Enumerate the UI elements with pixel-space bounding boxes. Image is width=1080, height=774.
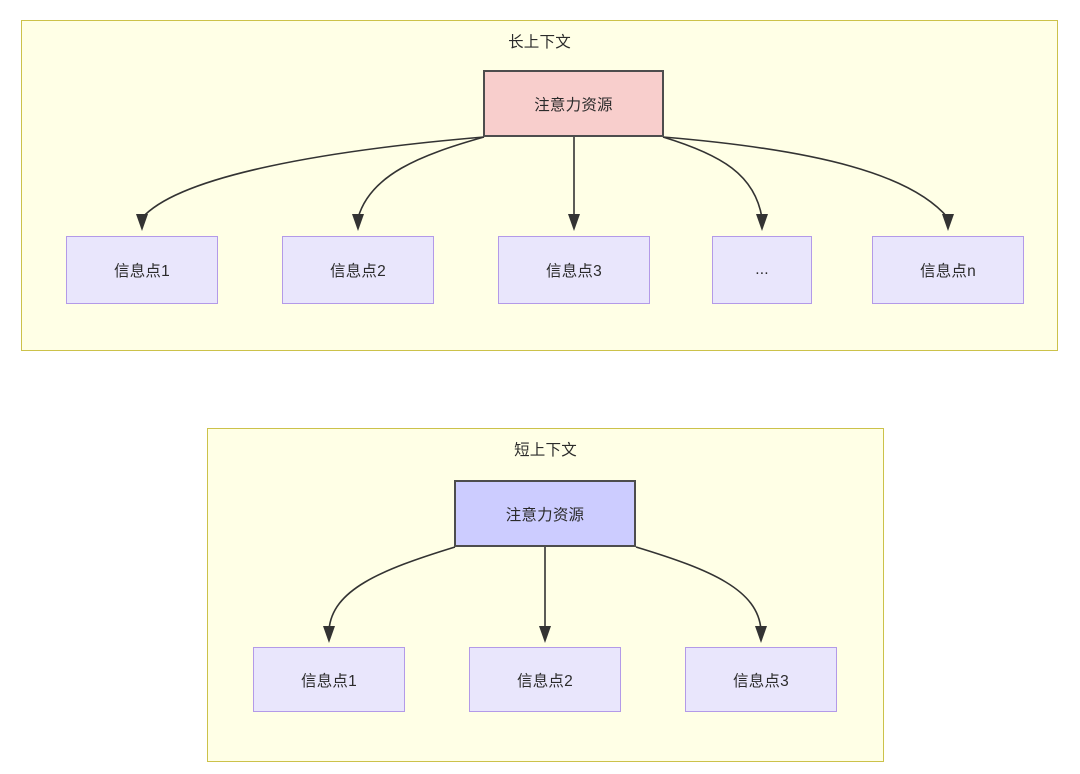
node-long-info-2-label: 信息点2 (330, 263, 386, 280)
group-short-context-title: 短上下文 (514, 442, 577, 459)
node-long-info-1[interactable]: 信息点1 (66, 236, 218, 304)
node-short-info-1[interactable]: 信息点1 (253, 647, 405, 712)
group-long-context-title: 长上下文 (508, 34, 571, 51)
node-short-info-3[interactable]: 信息点3 (685, 647, 837, 712)
node-long-info-2[interactable]: 信息点2 (282, 236, 434, 304)
node-long-info-3[interactable]: 信息点3 (498, 236, 650, 304)
node-short-attention-resource[interactable]: 注意力资源 (454, 480, 636, 547)
node-long-info-3-label: 信息点3 (546, 263, 602, 280)
node-long-info-ellipsis[interactable]: ... (712, 236, 812, 304)
node-short-info-1-label: 信息点1 (301, 672, 357, 690)
node-long-info-1-label: 信息点1 (114, 263, 170, 280)
node-long-info-n-label: 信息点n (920, 263, 976, 280)
node-long-info-ellipsis-label: ... (755, 261, 769, 278)
node-short-info-2[interactable]: 信息点2 (469, 647, 621, 712)
node-short-info-2-label: 信息点2 (517, 672, 573, 690)
node-long-attention-resource-label: 注意力资源 (534, 96, 613, 114)
node-long-info-n[interactable]: 信息点n (872, 236, 1024, 304)
node-long-attention-resource[interactable]: 注意力资源 (483, 70, 664, 137)
node-short-info-3-label: 信息点3 (733, 672, 789, 690)
node-short-attention-resource-label: 注意力资源 (505, 506, 585, 524)
